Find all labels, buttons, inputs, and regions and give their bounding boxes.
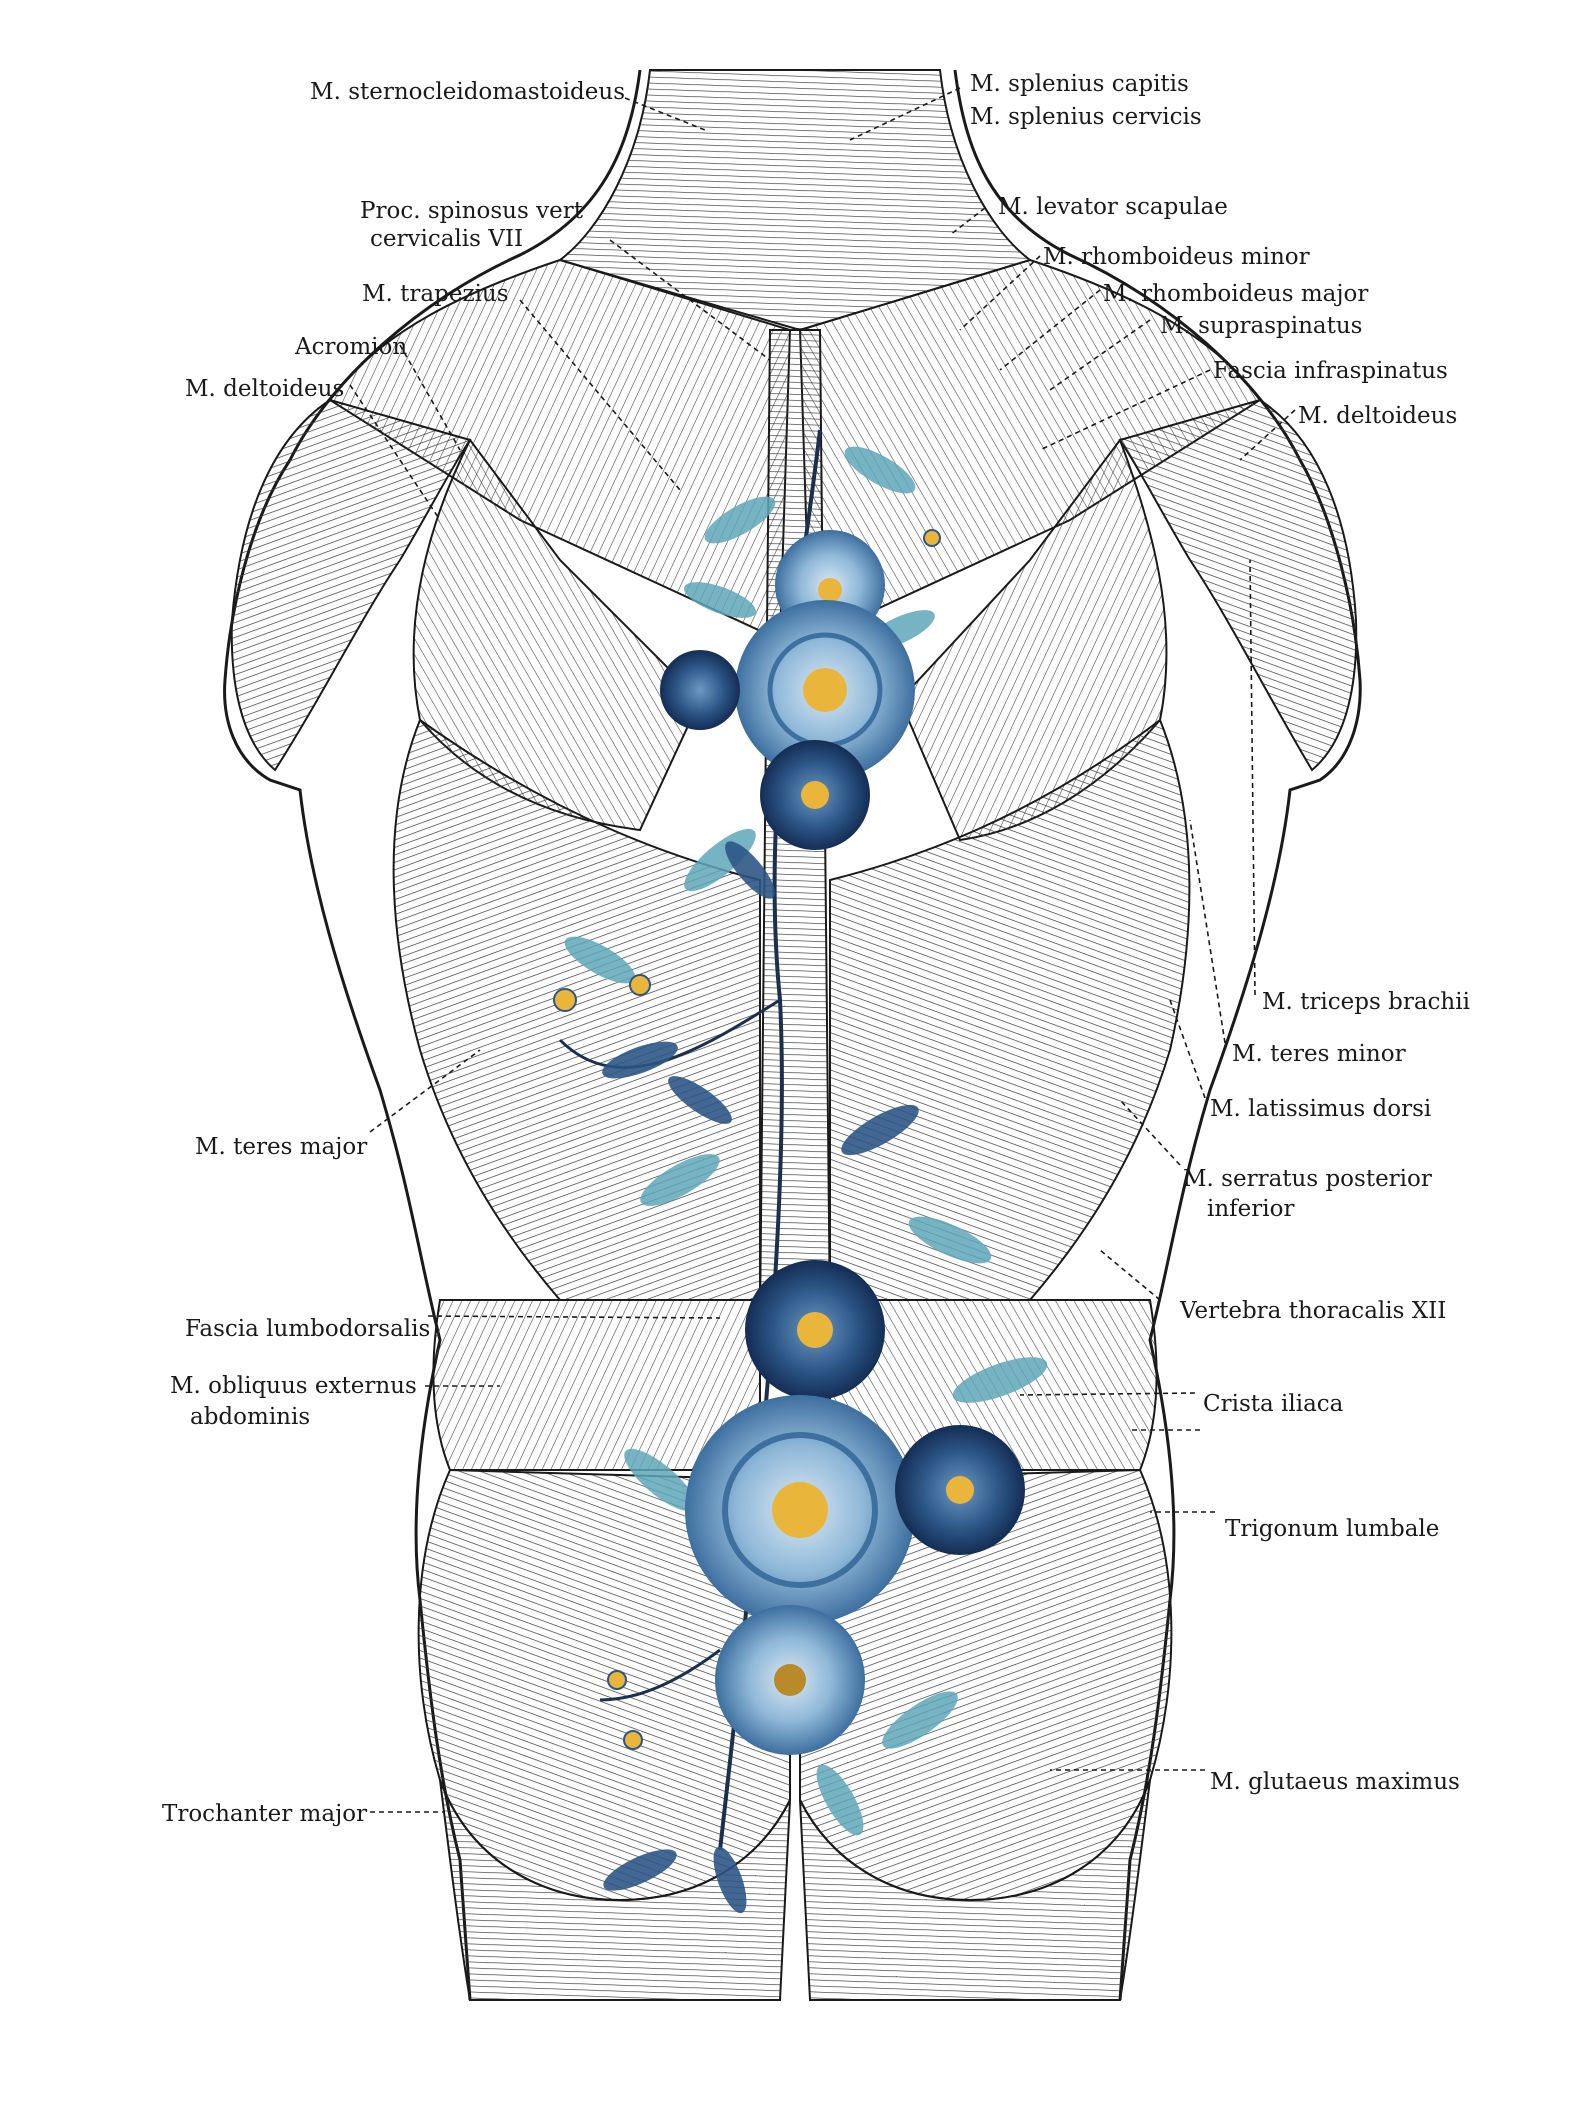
label-teres-minor: M. teres minor [1232,1041,1406,1067]
label-obliquus-line1: M. obliquus externus [170,1373,417,1399]
label-serratus-line2: inferior [1207,1196,1295,1222]
label-levator-scapulae: M. levator scapulae [998,194,1228,220]
label-proc-spinosus-line2: cervicalis VII [370,226,524,252]
label-proc-spinosus-line1: Proc. spinosus vert [360,198,583,224]
label-trochanter-major: Trochanter major [162,1801,368,1827]
label-rhomboideus-minor: M. rhomboideus minor [1043,244,1310,270]
label-triceps-brachii: M. triceps brachii [1262,989,1470,1015]
floral-spine-decoration [553,429,1048,1914]
label-splenius-cervicis: M. splenius cervicis [970,104,1202,130]
label-trigonum-lumbale: Trigonum lumbale [1225,1516,1440,1542]
label-vertebra-thoracalis: Vertebra thoracalis XII [1180,1298,1447,1324]
label-acromion: Acromion [295,334,408,360]
label-fascia-lumbodorsalis: Fascia lumbodorsalis [185,1316,431,1342]
label-crista-iliaca: Crista iliaca [1203,1391,1344,1417]
label-deltoideus-left: M. deltoideus [185,376,345,402]
leader-lines [349,87,1296,1813]
label-trapezius: M. trapezius [362,281,509,307]
label-deltoideus-right: M. deltoideus [1298,403,1458,429]
body-outline [223,69,1362,2001]
label-rhomboideus-major: M. rhomboideus major [1103,281,1369,307]
label-teres-major: M. teres major [195,1134,368,1160]
label-sternocleidomastoideus: M. sternocleidomastoideus [310,79,625,105]
label-serratus-line1: M. serratus posterior [1183,1166,1432,1192]
label-splenius-capitis: M. splenius capitis [970,71,1189,97]
label-supraspinatus: M. supraspinatus [1160,313,1363,339]
label-fascia-infraspinatus: Fascia infraspinatus [1213,358,1448,384]
label-glutaeus-maximus: M. glutaeus maximus [1210,1769,1460,1795]
label-latissimus-dorsi: M. latissimus dorsi [1210,1096,1432,1122]
label-obliquus-line2: abdominis [190,1404,311,1430]
